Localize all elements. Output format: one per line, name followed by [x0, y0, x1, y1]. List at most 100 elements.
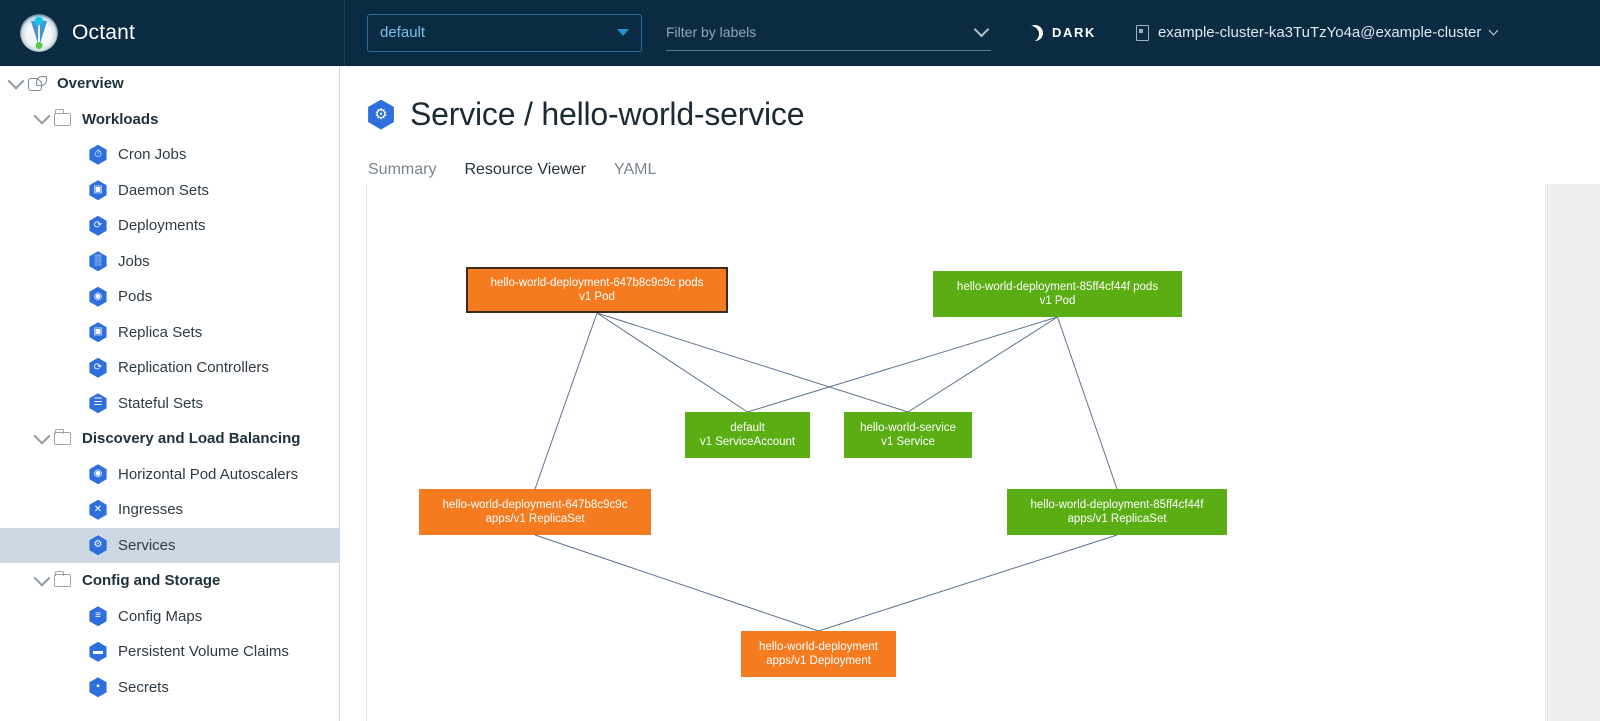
graph-node-rs-647[interactable]: hello-world-deployment-647b8c9c9capps/v1… — [419, 489, 651, 535]
resource-viewer-graph[interactable]: hello-world-deployment-647b8c9c9c pods v1… — [366, 184, 1546, 721]
graph-node-name: hello-world-service — [860, 421, 956, 435]
chevron-down-icon[interactable] — [34, 427, 51, 444]
graph-edge — [908, 317, 1058, 412]
graph-node-kind: apps/v1 ReplicaSet — [485, 512, 584, 526]
sidebar-item-overview[interactable]: Overview — [0, 66, 339, 102]
hpa-icon: ◉ — [88, 464, 108, 484]
job-icon: ▒ — [88, 251, 108, 271]
sidebar-item-cron-jobs[interactable]: ⏱Cron Jobs — [0, 137, 339, 173]
sidebar-item-label: Deployments — [118, 217, 206, 234]
daemonset-icon: ▣ — [88, 180, 108, 200]
moon-icon — [1027, 25, 1043, 41]
chevron-down-icon[interactable] — [8, 72, 25, 89]
sidebar-item-label: Discovery and Load Balancing — [82, 430, 300, 447]
replicaset-icon: ▣ — [88, 322, 108, 342]
sidebar-item-label: Horizontal Pod Autoscalers — [118, 466, 298, 483]
graph-edge — [535, 535, 819, 631]
sidebar-item-pods[interactable]: ◉Pods — [0, 279, 339, 315]
graph-node-name: hello-world-deployment — [759, 640, 878, 654]
sidebar-item-ingresses[interactable]: ✕ Ingresses — [0, 492, 339, 528]
graph-edge — [597, 313, 748, 412]
ingress-icon: ✕ — [88, 500, 108, 520]
service-icon: ⚙ — [88, 535, 108, 555]
graph-node-kind: v1 Pod — [1040, 294, 1076, 308]
graph-node-name: default — [730, 421, 765, 435]
sidebar-item-stateful-sets[interactable]: ☰ Stateful Sets — [0, 386, 339, 422]
graph-node-deploy[interactable]: hello-world-deploymentapps/v1 Deployment — [741, 631, 896, 677]
graph-side-panel: hello-world-deployment-647b8c9c9c pods — [1547, 184, 1600, 721]
sidebar-nav[interactable]: OverviewWorkloads ⏱Cron Jobs ▣ Daemon Sets ⟳… — [0, 66, 340, 721]
sidebar-item-daemon-sets[interactable]: ▣ Daemon Sets — [0, 173, 339, 209]
graph-node-kind: v1 Service — [881, 435, 935, 449]
sidebar-item-label: Pods — [118, 288, 152, 305]
sidebar-item-label: Replica Sets — [118, 324, 202, 341]
brand-name: Octant — [72, 21, 135, 45]
sidebar-item-label: Workloads — [82, 111, 158, 128]
sidebar-item-label: Persistent Volume Claims — [118, 643, 289, 660]
label-filter-input[interactable]: Filter by labels — [666, 15, 991, 51]
page-title: ⚙ Service / hello-world-service — [340, 66, 1600, 133]
graph-edge — [819, 535, 1118, 631]
secret-icon: ▪ — [88, 677, 108, 697]
sidebar-item-label: Config Maps — [118, 608, 202, 625]
deployment-icon: ⟳ — [88, 216, 108, 236]
graph-edge — [597, 313, 908, 412]
sidebar-item-label: Services — [118, 537, 176, 554]
overview-icon — [28, 76, 47, 92]
sidebar-item-replica-sets[interactable]: ▣ Replica Sets — [0, 315, 339, 351]
graph-node-pod-85f[interactable]: hello-world-deployment-85ff4cf44f podsv1… — [933, 271, 1182, 317]
statefulset-icon: ☰ — [88, 393, 108, 413]
graph-node-kind: v1 ServiceAccount — [700, 435, 795, 449]
namespace-value: default — [380, 24, 425, 41]
chevron-down-icon[interactable] — [34, 108, 51, 125]
sidebar-item-label: Config and Storage — [82, 572, 220, 589]
caret-down-icon — [617, 29, 629, 36]
graph-node-pod-647[interactable]: hello-world-deployment-647b8c9c9c podsv1… — [466, 267, 728, 313]
chevron-down-icon — [974, 21, 990, 37]
folder-icon — [54, 113, 71, 126]
sidebar-item-label: Stateful Sets — [118, 395, 203, 412]
chevron-down-icon — [1489, 26, 1499, 36]
theme-toggle-button[interactable]: DARK — [1027, 25, 1096, 41]
sidebar-item-label: Replication Controllers — [118, 359, 269, 376]
sidebar-item-services[interactable]: ⚙ Services — [0, 528, 339, 564]
pvc-icon: ▬ — [88, 642, 108, 662]
graph-node-name: hello-world-deployment-647b8c9c9c pods — [491, 276, 704, 290]
namespace-select[interactable]: default — [367, 14, 642, 52]
sidebar-item-workloads[interactable]: Workloads — [0, 102, 339, 138]
graph-node-rs-85f[interactable]: hello-world-deployment-85ff4cf44fapps/v1… — [1007, 489, 1227, 535]
sidebar-item-label: Daemon Sets — [118, 182, 209, 199]
sidebar-item-label: Secrets — [118, 679, 169, 696]
cronjob-icon: ⏱ — [88, 145, 108, 165]
chevron-down-icon[interactable] — [34, 569, 51, 586]
brand-area[interactable]: Octant — [0, 0, 345, 66]
graph-edge — [748, 317, 1058, 412]
sidebar-item-secrets[interactable]: ▪ Secrets — [0, 670, 339, 706]
sidebar-item-label: Ingresses — [118, 501, 183, 518]
sidebar-item-discovery-and-load-balancing[interactable]: Discovery and Load Balancing — [0, 421, 339, 457]
graph-node-sa-default[interactable]: defaultv1 ServiceAccount — [685, 412, 810, 458]
main-content: ⚙ Service / hello-world-service SummaryR… — [340, 66, 1600, 721]
sidebar-item-replication-controllers[interactable]: ⟳ Replication Controllers — [0, 350, 339, 386]
sidebar-item-label: Jobs — [118, 253, 150, 270]
folder-icon — [54, 432, 71, 445]
graph-node-name: hello-world-deployment-647b8c9c9c — [443, 498, 628, 512]
graph-node-kind: apps/v1 Deployment — [766, 654, 871, 668]
label-filter-placeholder: Filter by labels — [666, 24, 756, 40]
graph-node-name: hello-world-deployment-85ff4cf44f — [1030, 498, 1203, 512]
graph-node-name: hello-world-deployment-85ff4cf44f pods — [957, 280, 1158, 294]
sidebar-item-persistent-volume-claims[interactable]: ▬ Persistent Volume Claims — [0, 634, 339, 670]
sidebar-item-deployments[interactable]: ⟳ Deployments — [0, 208, 339, 244]
graph-edge — [535, 313, 597, 489]
cluster-label: example-cluster-ka3TuTzYo4a@example-clus… — [1158, 24, 1481, 41]
sidebar-item-horizontal-pod-autoscalers[interactable]: ◉ Horizontal Pod Autoscalers — [0, 457, 339, 493]
graph-edge — [1058, 317, 1118, 489]
top-header: Octant default Filter by labels DARK exa… — [0, 0, 1600, 66]
sidebar-item-config-maps[interactable]: ≡Config Maps — [0, 599, 339, 635]
cluster-icon — [1136, 25, 1149, 41]
graph-node-svc-hello[interactable]: hello-world-servicev1 Service — [844, 412, 972, 458]
replicationcontroller-icon: ⟳ — [88, 358, 108, 378]
sidebar-item-jobs[interactable]: ▒ Jobs — [0, 244, 339, 280]
cluster-context-select[interactable]: example-cluster-ka3TuTzYo4a@example-clus… — [1136, 24, 1497, 41]
sidebar-item-config-and-storage[interactable]: Config and Storage — [0, 563, 339, 599]
